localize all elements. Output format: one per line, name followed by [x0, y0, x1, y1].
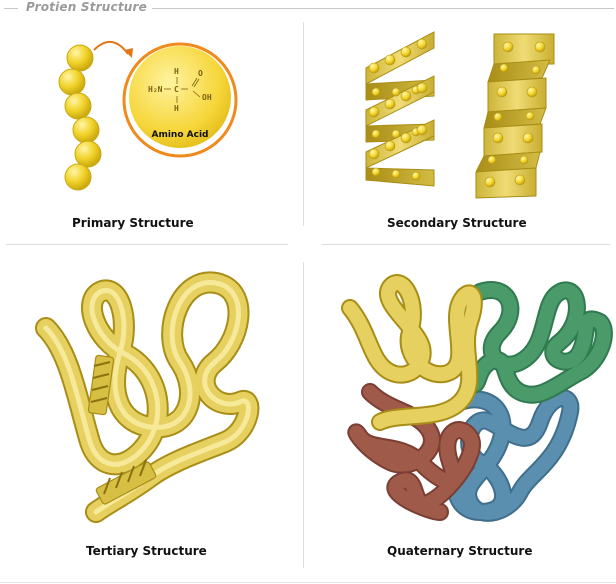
helix-segment — [95, 459, 157, 505]
formula-h-bottom: H — [174, 104, 179, 113]
subunit-yellow — [341, 274, 483, 431]
caption-secondary-structure: Secondary Structure — [387, 216, 527, 230]
amino-acid-bead — [74, 140, 102, 168]
header-rule-left — [4, 8, 18, 9]
amino-acid-inset: H O H₂N C OH H Amino Acid — [122, 42, 238, 158]
subunit-green — [461, 281, 613, 404]
quaternary-structure-illustration — [341, 274, 613, 522]
folded-chain — [35, 271, 260, 523]
helix-segment — [87, 354, 115, 416]
divider-horizontal-right — [322, 244, 610, 245]
inset-label: Amino Acid — [152, 130, 209, 140]
formula-h-top: H — [174, 67, 179, 76]
caption-primary-structure: Primary Structure — [72, 216, 194, 230]
amino-acid-bead — [64, 163, 92, 191]
beta-sheet — [475, 33, 555, 199]
header-rule-right — [152, 8, 614, 9]
amino-acid-chain — [58, 44, 102, 191]
section-header: Protien Structure — [0, 0, 616, 16]
secondary-structure-illustration — [365, 31, 555, 199]
formula-c: C — [174, 85, 179, 94]
caption-quaternary-structure: Quaternary Structure — [387, 544, 533, 558]
arrow-icon — [93, 41, 133, 58]
panel-secondary-structure: Secondary Structure — [310, 20, 610, 240]
page-title: Protien Structure — [26, 0, 147, 14]
amino-acid-bead — [58, 68, 86, 96]
caption-tertiary-structure: Tertiary Structure — [86, 544, 207, 558]
subunit-red — [347, 383, 481, 521]
panel-primary-structure: H O H₂N C OH H Amino Acid Primary Struct… — [0, 20, 300, 240]
amino-acid-bead — [64, 92, 92, 120]
panel-quaternary-structure: Quaternary Structure — [310, 262, 616, 572]
subunit-blue — [447, 389, 580, 522]
divider-horizontal-left — [6, 244, 288, 245]
panel-tertiary-structure: Tertiary Structure — [0, 262, 300, 572]
divider-vertical-bottom — [303, 262, 304, 568]
amino-acid-bead — [66, 44, 94, 72]
divider-vertical-top — [303, 22, 304, 226]
tertiary-structure-illustration — [35, 271, 260, 523]
formula-oh: OH — [202, 93, 212, 102]
formula-o-top: O — [198, 69, 203, 78]
primary-structure-illustration: H O H₂N C OH H Amino Acid — [58, 41, 238, 191]
formula-h2n: H₂N — [148, 85, 163, 94]
frame-bottom-rule — [0, 582, 616, 583]
alpha-helix — [365, 31, 435, 187]
amino-acid-bead — [72, 116, 100, 144]
